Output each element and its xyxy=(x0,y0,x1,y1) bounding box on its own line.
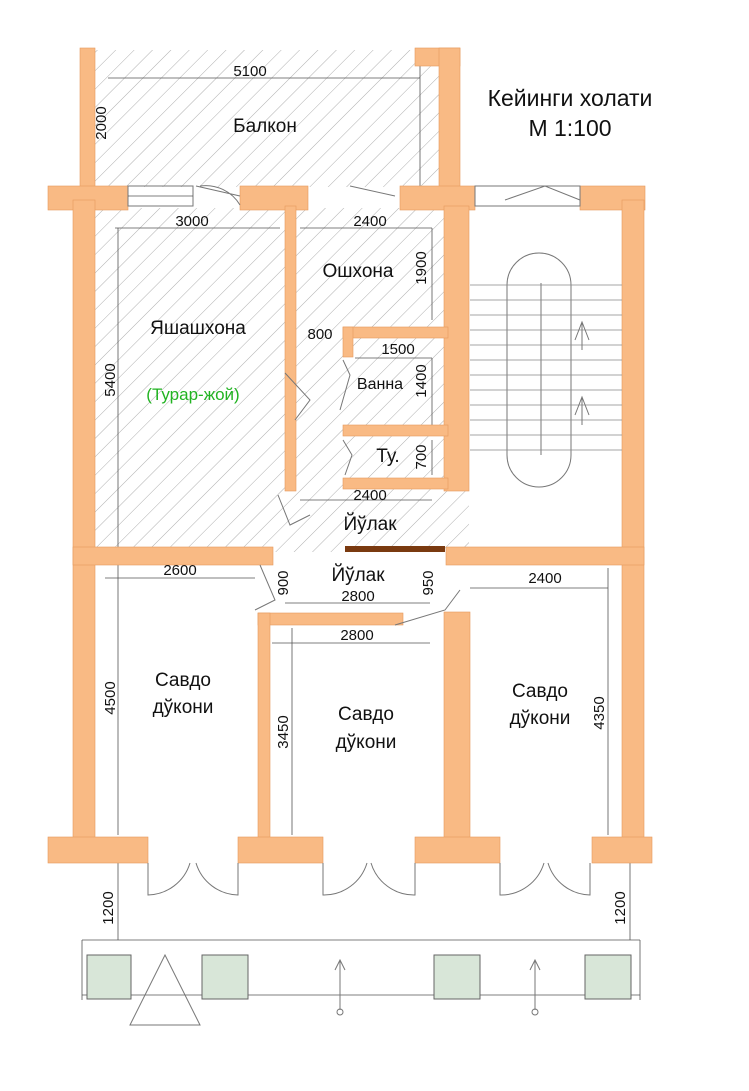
wall xyxy=(621,199,645,841)
room-label-shop-mid: Савдо xyxy=(338,704,394,725)
dimension-label: 2400 xyxy=(528,570,561,587)
wall xyxy=(239,185,309,211)
room-label-kitchen: Ошхона xyxy=(323,261,394,282)
windows xyxy=(127,185,581,207)
walls xyxy=(47,47,653,864)
dimension-label: 3000 xyxy=(175,213,208,230)
wall xyxy=(342,326,354,358)
room-label-shop-right: дўкони xyxy=(510,708,571,729)
wall xyxy=(72,546,274,566)
planter xyxy=(86,954,132,1000)
window xyxy=(474,185,581,207)
wall xyxy=(443,205,470,492)
dimension-label: 2000 xyxy=(93,106,110,139)
wall xyxy=(47,836,149,864)
dimension-label: 5400 xyxy=(102,363,119,396)
dimension-label: 4500 xyxy=(102,681,119,714)
room-label-corridor-upper: Йўлак xyxy=(343,513,397,535)
wall xyxy=(284,205,297,492)
wall xyxy=(257,612,271,839)
living-area xyxy=(95,208,291,552)
wall xyxy=(438,47,461,189)
dimension-label: 1400 xyxy=(413,364,430,397)
room-label-toilet: Ту. xyxy=(376,446,399,467)
wall xyxy=(414,836,501,864)
planter xyxy=(201,954,249,1000)
dimension-label: 900 xyxy=(275,570,292,595)
room-label-shop-right: Савдо xyxy=(512,681,568,702)
dimension-label: 2400 xyxy=(353,213,386,230)
dimension-label: 950 xyxy=(420,570,437,595)
wall xyxy=(445,546,645,566)
porch xyxy=(86,953,632,1026)
plan-scale: М 1:100 xyxy=(528,115,611,141)
dimension-label: 1500 xyxy=(381,341,414,358)
staircase xyxy=(470,252,622,488)
kitchen-area xyxy=(291,208,444,552)
planter xyxy=(433,954,481,1000)
room-label-bath: Ванна xyxy=(357,376,403,393)
dimension-label: 800 xyxy=(307,326,332,343)
wall xyxy=(72,199,96,841)
room-label-shop-left: дўкони xyxy=(153,697,214,718)
room-label-balcony: Балкон xyxy=(233,116,297,137)
room-label-shop-left: Савдо xyxy=(155,670,211,691)
room-label-corridor-lower: Йўлак xyxy=(331,564,385,586)
dimension-label: 2800 xyxy=(341,588,374,605)
room-label-shop-mid: дўкони xyxy=(336,732,397,753)
wall xyxy=(237,836,324,864)
plan-title: Кейинги холати xyxy=(488,85,653,111)
room-label-living-note: (Турар-жой) xyxy=(146,385,239,404)
dimension-label: 2400 xyxy=(353,487,386,504)
planter xyxy=(584,954,632,1000)
door-swings xyxy=(147,185,591,896)
room-label-living: Яшашхона xyxy=(150,318,246,339)
wall xyxy=(443,611,471,839)
wall xyxy=(591,836,653,864)
kitchen-corner xyxy=(444,480,469,552)
dimension-label: 1200 xyxy=(100,891,117,924)
dimension-label: 3450 xyxy=(275,715,292,748)
wall xyxy=(342,424,449,437)
dimension-label: 5100 xyxy=(233,63,266,80)
hatched-areas xyxy=(94,50,469,552)
dimension-label: 1900 xyxy=(413,251,430,284)
wall xyxy=(342,326,449,339)
wall xyxy=(342,477,449,490)
dimension-label: 1200 xyxy=(612,891,629,924)
dimension-label: 700 xyxy=(413,444,430,469)
dimension-lines xyxy=(81,55,641,1000)
dimension-label: 2800 xyxy=(340,627,373,644)
dimension-label: 4350 xyxy=(591,696,608,729)
balcony-area xyxy=(94,50,439,187)
wall xyxy=(257,612,404,626)
dimension-label: 2600 xyxy=(163,562,196,579)
door-strip xyxy=(345,546,445,552)
